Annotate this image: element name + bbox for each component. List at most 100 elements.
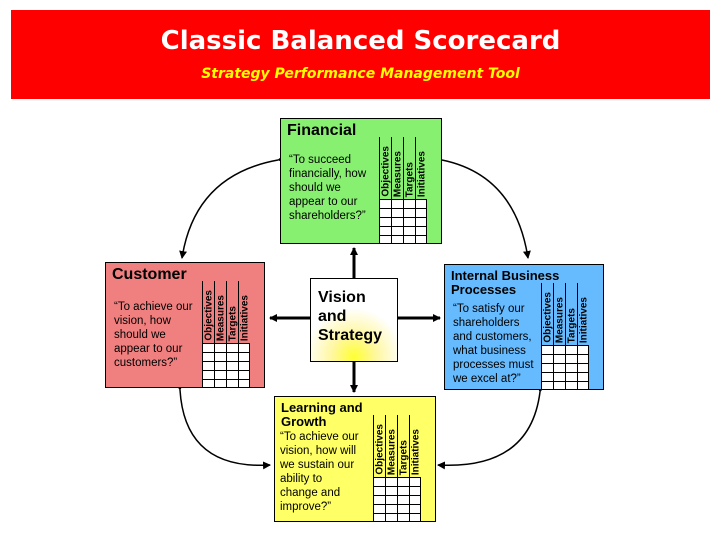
customer-col-header-label: Targets <box>227 305 238 341</box>
grid-cell <box>226 343 238 352</box>
grid-cell <box>226 361 238 370</box>
grid-cell <box>403 208 415 217</box>
internal-col-header: Targets <box>565 283 577 345</box>
grid-cell <box>403 217 415 226</box>
grid-cell <box>214 343 226 352</box>
financial-col-header-label: Objectives <box>380 146 391 197</box>
learning-col-header-label: Initiatives <box>410 428 421 475</box>
arc-customer-learning <box>175 382 271 470</box>
grid-cell <box>391 217 403 226</box>
grid-cell <box>577 381 589 390</box>
grid-cell <box>391 208 403 217</box>
grid-spacer <box>427 235 439 244</box>
learning-grid-cells <box>373 477 433 522</box>
internal-grid-cells <box>541 345 601 390</box>
grid-cell <box>409 513 421 522</box>
grid-cell <box>415 235 427 244</box>
internal-col-header: Initiatives <box>577 283 589 345</box>
internal-question: “To satisfy our shareholders and custome… <box>453 303 534 385</box>
grid-cell <box>565 354 577 363</box>
learning-col-header: Targets <box>397 415 409 477</box>
grid-cell <box>397 513 409 522</box>
grid-cell <box>379 235 391 244</box>
grid-cell <box>379 217 391 226</box>
grid-cell <box>379 199 391 208</box>
learning-box: Learning and Growth “To achieve our visi… <box>274 396 436 522</box>
grid-cell <box>409 495 421 504</box>
grid-spacer <box>589 372 601 381</box>
vision-strategy-box: Vision and Strategy <box>310 278 398 362</box>
financial-col-header-label: Initiatives <box>416 150 427 197</box>
grid-cell <box>373 486 385 495</box>
grid-cell <box>238 352 250 361</box>
grid-spacer <box>421 495 433 504</box>
grid-spacer <box>250 379 262 388</box>
grid-cell <box>202 352 214 361</box>
grid-cell <box>226 352 238 361</box>
grid-cell <box>565 345 577 354</box>
grid-cell <box>238 379 250 388</box>
grid-cell <box>379 226 391 235</box>
grid-cell <box>397 504 409 513</box>
learning-question: “To achieve our vision, how will we sust… <box>280 431 359 513</box>
learning-col-header-label: Measures <box>386 428 397 475</box>
grid-spacer <box>250 370 262 379</box>
grid-cell <box>565 372 577 381</box>
grid-cell <box>238 361 250 370</box>
grid-cell <box>385 504 397 513</box>
learning-col-header: Measures <box>385 415 397 477</box>
learning-col-header: Objectives <box>373 415 385 477</box>
grid-spacer <box>421 477 433 486</box>
grid-cell <box>226 370 238 379</box>
financial-col-header-label: Measures <box>392 150 403 197</box>
customer-col-header: Objectives <box>202 281 214 343</box>
page-title: Classic Balanced Scorecard <box>160 26 561 56</box>
financial-col-header: Targets <box>403 137 415 199</box>
arc-internal-learning <box>437 384 545 470</box>
grid-spacer <box>250 343 262 352</box>
grid-cell <box>577 354 589 363</box>
grid-cell <box>553 381 565 390</box>
grid-cell <box>214 379 226 388</box>
grid-cell <box>553 345 565 354</box>
learning-heading: Learning and Growth <box>281 400 363 429</box>
learning-col-header-label: Targets <box>398 439 409 475</box>
grid-cell <box>577 345 589 354</box>
learning-col-header: Initiatives <box>409 415 421 477</box>
grid-cell <box>373 513 385 522</box>
internal-col-header: Measures <box>553 283 565 345</box>
financial-grid-cells <box>379 199 439 244</box>
grid-spacer <box>421 513 433 522</box>
grid-cell <box>541 372 553 381</box>
grid-cell <box>553 363 565 372</box>
grid-cell <box>409 486 421 495</box>
grid-cell <box>565 363 577 372</box>
grid-cell <box>373 477 385 486</box>
grid-spacer <box>427 226 439 235</box>
grid-cell <box>202 379 214 388</box>
arc-financial-customer <box>179 154 286 259</box>
grid-cell <box>541 381 553 390</box>
financial-col-header-label: Targets <box>404 161 415 197</box>
financial-col-header: Initiatives <box>415 137 427 199</box>
customer-col-header-label: Initiatives <box>239 294 250 341</box>
grid-spacer <box>421 486 433 495</box>
financial-col-header: Measures <box>391 137 403 199</box>
grid-cell <box>214 370 226 379</box>
customer-col-header: Targets <box>226 281 238 343</box>
internal-col-header: Objectives <box>541 283 553 345</box>
grid-spacer <box>250 352 262 361</box>
internal-col-header-label: Measures <box>554 296 565 343</box>
grid-cell <box>391 226 403 235</box>
page-subtitle: Strategy Performance Management Tool <box>201 66 520 82</box>
financial-box: Financial “To succeed financially, how s… <box>280 118 442 244</box>
grid-cell <box>385 486 397 495</box>
grid-cell <box>385 495 397 504</box>
grid-cell <box>415 217 427 226</box>
grid-spacer <box>589 381 601 390</box>
customer-grid-cells <box>202 343 262 388</box>
